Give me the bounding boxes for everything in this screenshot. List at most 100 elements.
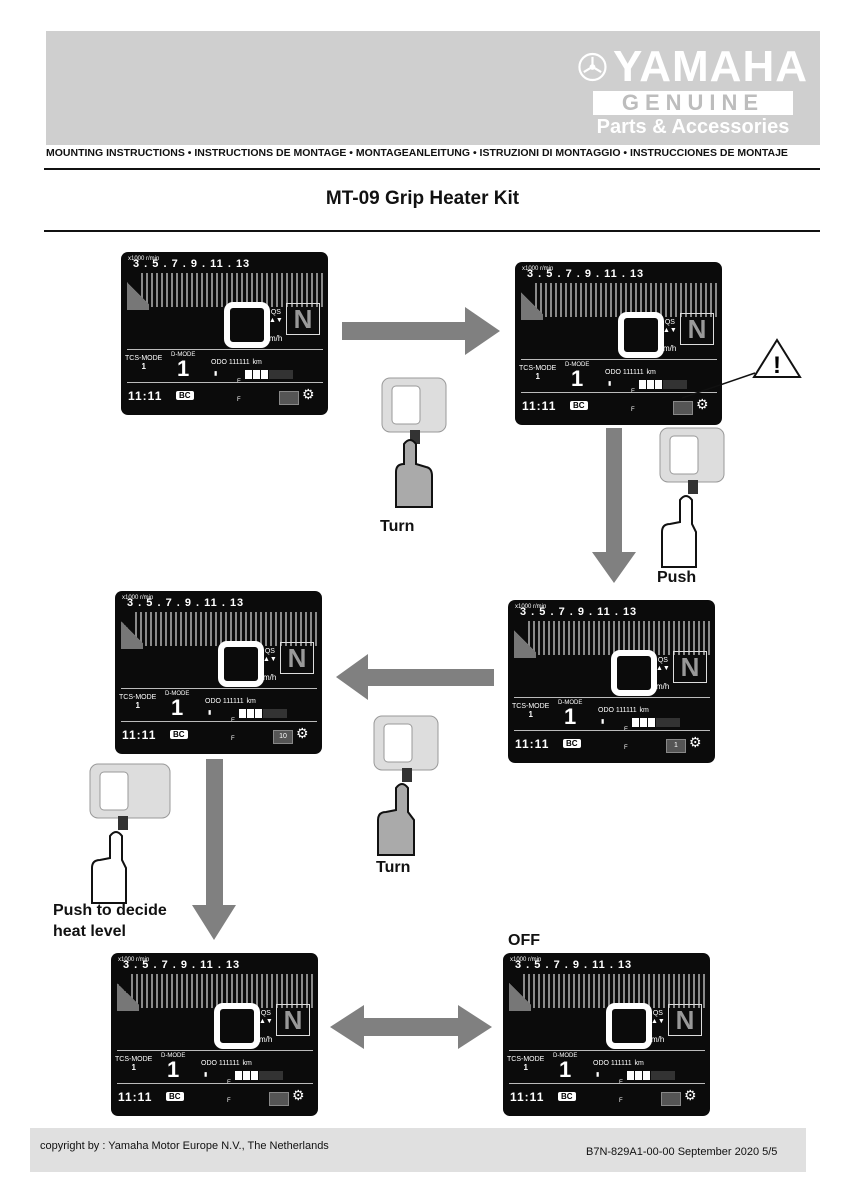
settings-gear-icon: ⚙	[292, 1087, 305, 1103]
gear-indicator: N	[286, 303, 320, 335]
settings-gear-icon: ⚙	[302, 386, 315, 402]
clock: 11:11	[128, 389, 163, 403]
qs-indicator: QS▲▼	[663, 319, 677, 334]
rpm-ticks: 3 . 5 . 7 . 9 . 11 . 13	[527, 268, 645, 280]
arrow-down-2	[592, 428, 636, 583]
qs-indicator: QS▲▼	[651, 1010, 665, 1025]
dash-panel-2: x1000 r/min 3 . 5 . 7 . 9 . 11 . 13 QS▲▼…	[515, 262, 722, 425]
arrow-down-4	[192, 759, 236, 940]
divider	[117, 1083, 313, 1084]
divider	[514, 730, 710, 731]
rpm-ticks: 3 . 5 . 7 . 9 . 11 . 13	[133, 258, 251, 270]
divider	[521, 359, 717, 360]
fuel-icon: ▮	[608, 381, 612, 387]
grip-heater-icon	[269, 1092, 289, 1106]
bc-badge: BC	[570, 401, 588, 410]
bc-badge: BC	[170, 730, 188, 739]
rule-top	[44, 168, 820, 170]
qs-indicator: QS▲▼	[269, 309, 283, 324]
yamaha-logo: YAMAHA GENUINE Parts & Accessories	[578, 45, 808, 139]
rpm-unit: x1000 r/min	[122, 595, 154, 601]
grip-heater-icon: 10	[273, 730, 293, 744]
arrow-double-5	[330, 1005, 492, 1049]
label-push: Push	[657, 569, 697, 586]
rpm-bargraph	[523, 974, 705, 1008]
dash-panel-4: x1000 r/min 3 . 5 . 7 . 9 . 11 . 13 QS▲▼…	[508, 600, 715, 763]
handlebar-switch-photo-1	[381, 377, 447, 508]
divider	[121, 688, 317, 689]
rpm-ramp	[514, 624, 536, 658]
bc-badge: BC	[176, 391, 194, 400]
label-push-decide: Push to decide	[53, 902, 167, 919]
fuel-icon: ▮	[596, 1072, 600, 1078]
header-band: YAMAHA GENUINE Parts & Accessories	[46, 31, 820, 145]
speed-unit: km/h	[647, 1035, 665, 1044]
qs-indicator: QS▲▼	[656, 657, 670, 672]
grip-heater-icon	[661, 1092, 681, 1106]
gear-indicator: N	[668, 1004, 702, 1036]
grip-heater-icon	[279, 391, 299, 405]
speed-zero-digit	[606, 1003, 652, 1049]
copyright-text: copyright by : Yamaha Motor Europe N.V.,…	[40, 1140, 329, 1152]
divider	[521, 392, 717, 393]
rpm-bargraph	[528, 621, 710, 655]
odometer: ODO 111111 km	[205, 698, 256, 705]
arrow-right-1	[342, 307, 500, 355]
rpm-unit: x1000 r/min	[118, 957, 150, 963]
tuning-fork-logo-icon	[578, 52, 607, 82]
dash-panel-3: x1000 r/min 3 . 5 . 7 . 9 . 11 . 13 QS▲▼…	[115, 591, 322, 754]
odometer: ODO 111111 km	[201, 1060, 252, 1067]
divider	[127, 349, 323, 350]
rule-title	[44, 230, 820, 232]
gear-indicator: N	[280, 642, 314, 674]
rpm-ramp	[521, 286, 543, 320]
bc-badge: BC	[563, 739, 581, 748]
rpm-ramp	[127, 276, 149, 310]
rpm-bargraph	[131, 974, 313, 1008]
bc-badge: BC	[166, 1092, 184, 1101]
bc-badge: BC	[558, 1092, 576, 1101]
divider	[509, 1050, 705, 1051]
fuel-icon: ▮	[208, 710, 212, 716]
brand-name: YAMAHA	[612, 42, 808, 91]
rpm-ramp	[121, 615, 143, 649]
qs-indicator: QS▲▼	[263, 648, 277, 663]
speed-zero-digit	[611, 650, 657, 696]
odometer: ODO 111111 km	[605, 369, 656, 376]
arrow-left-3	[336, 654, 494, 700]
settings-gear-icon: ⚙	[684, 1087, 697, 1103]
parts-accessories-label: Parts & Accessories	[596, 116, 790, 138]
fuel-icon: ▮	[204, 1072, 208, 1078]
clock: 11:11	[522, 399, 557, 413]
speed-zero-digit	[224, 302, 270, 348]
label-turn-2: Turn	[376, 859, 411, 876]
rpm-ramp	[509, 977, 531, 1011]
rpm-bargraph	[135, 612, 317, 646]
settings-gear-icon: ⚙	[689, 734, 702, 750]
clock: 11:11	[510, 1090, 545, 1104]
svg-text:!: !	[773, 352, 781, 379]
rpm-ramp	[117, 977, 139, 1011]
rpm-unit: x1000 r/min	[128, 256, 160, 262]
rpm-ticks: 3 . 5 . 7 . 9 . 11 . 13	[127, 597, 245, 609]
settings-gear-icon: ⚙	[296, 725, 309, 741]
rpm-unit: x1000 r/min	[522, 266, 554, 272]
gear-indicator: N	[276, 1004, 310, 1036]
dash-panel-6: x1000 r/min 3 . 5 . 7 . 9 . 11 . 13 QS▲▼…	[503, 953, 710, 1116]
handlebar-switch-photo-3	[373, 715, 439, 856]
odometer: ODO 111111 km	[598, 707, 649, 714]
rpm-ticks: 3 . 5 . 7 . 9 . 11 . 13	[520, 606, 638, 618]
rpm-bargraph	[535, 283, 717, 317]
instructions-line: MOUNTING INSTRUCTIONS • INSTRUCTIONS DE …	[46, 147, 788, 159]
rpm-unit: x1000 r/min	[515, 604, 547, 610]
speed-unit: km/h	[652, 682, 670, 691]
footer-band	[30, 1128, 806, 1172]
